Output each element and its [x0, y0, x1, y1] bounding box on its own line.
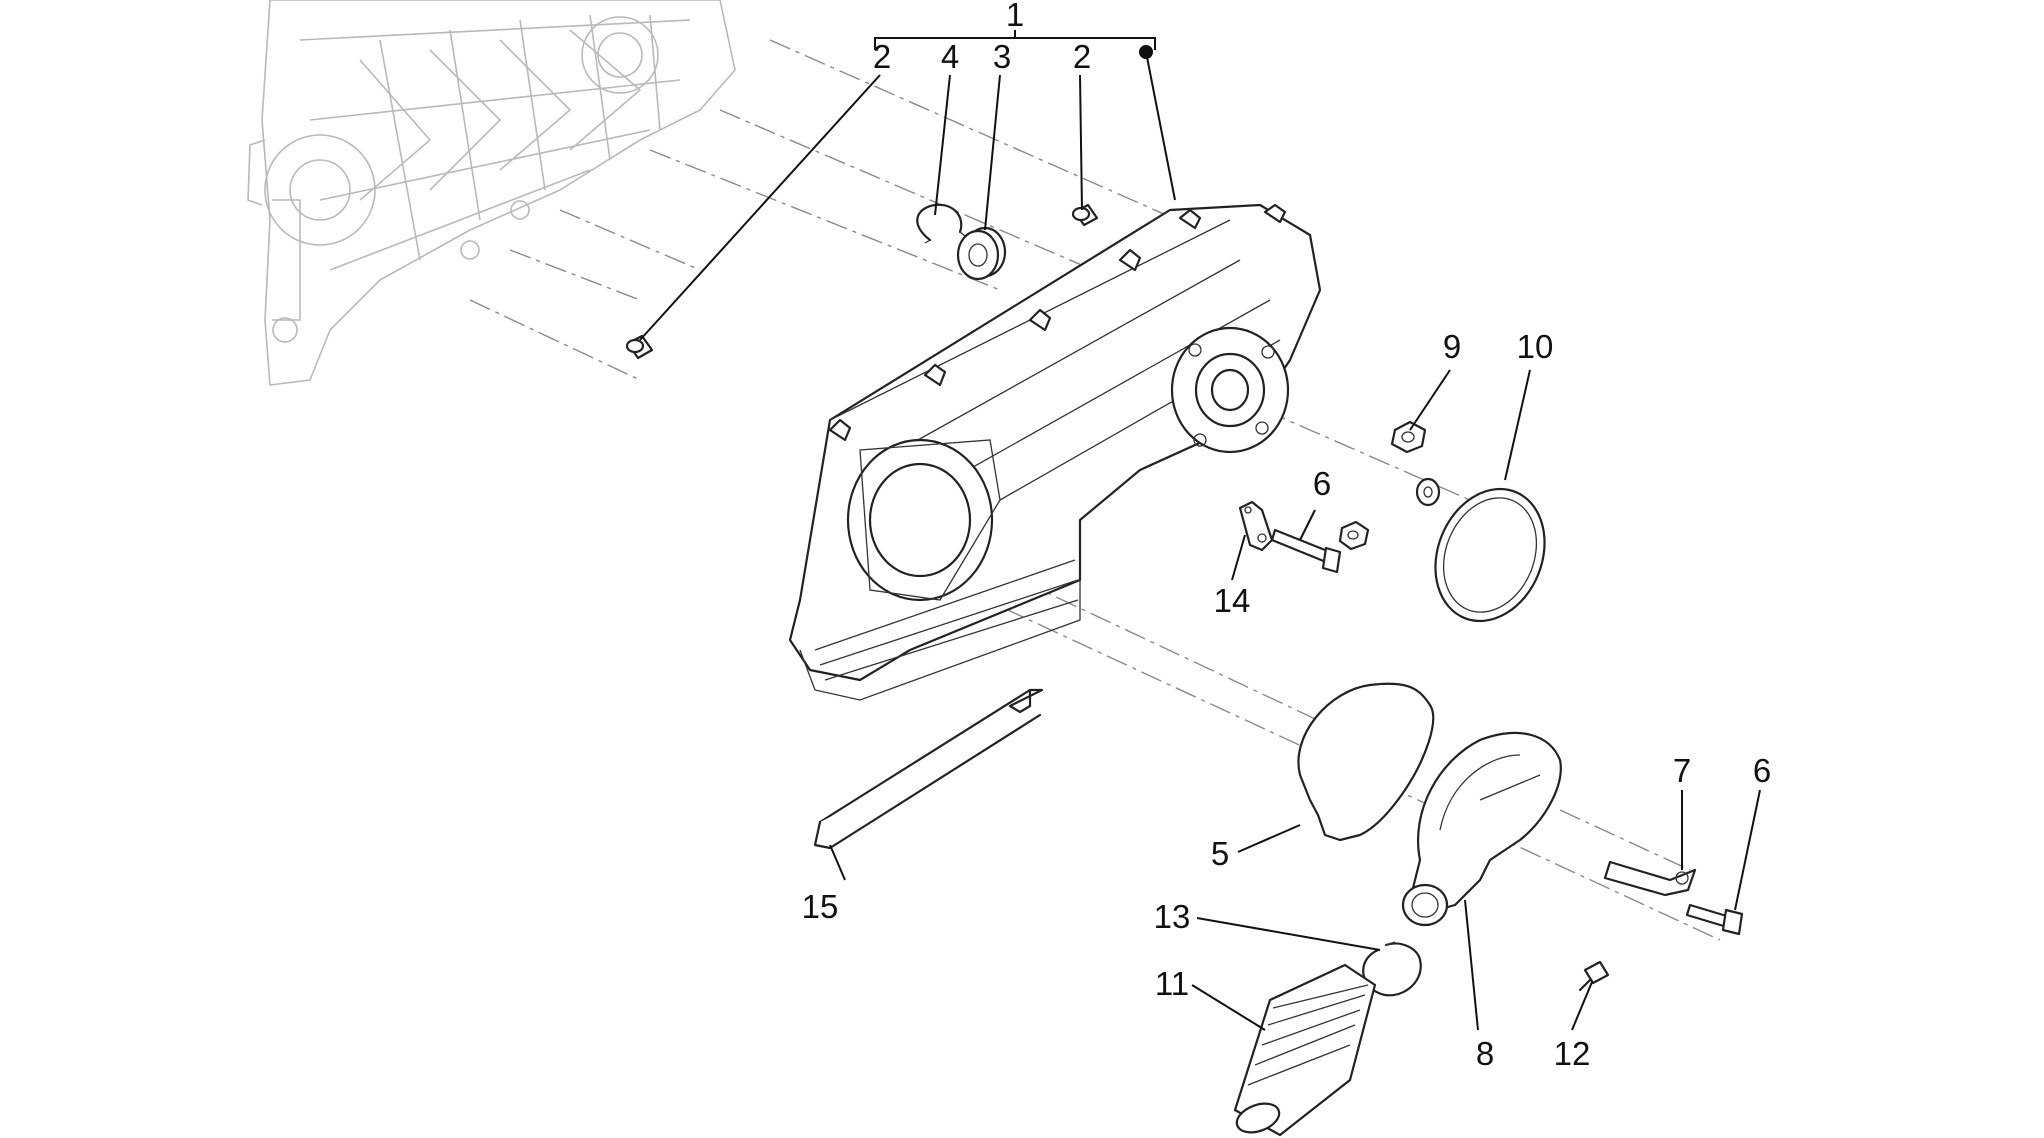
washer — [1415, 477, 1441, 507]
callout-labels: 1 2 4 3 2 9 10 6 14 7 6 5 15 13 11 8 12 — [802, 0, 1772, 1072]
bearing — [956, 226, 1007, 281]
callout-6-upper: 6 — [1313, 465, 1331, 502]
callout-2-left: 2 — [873, 38, 891, 75]
assembly-axes — [469, 39, 1721, 941]
crankcase-cover — [788, 203, 1322, 701]
hose-clamp — [1362, 941, 1422, 997]
callout-14: 14 — [1214, 582, 1251, 619]
mounting-bracket — [1238, 500, 1274, 552]
callout-7: 7 — [1673, 752, 1691, 789]
round-cap — [1434, 487, 1546, 623]
gasket — [1297, 682, 1435, 842]
callout-10: 10 — [1517, 328, 1554, 365]
nut-upper — [1338, 520, 1370, 551]
callout-1: 1 — [1006, 0, 1024, 33]
bolt-upper — [1270, 528, 1342, 574]
callout-13: 13 — [1154, 898, 1191, 935]
leader-lines — [639, 30, 1761, 1031]
callout-12: 12 — [1554, 1035, 1591, 1072]
intake-housing — [1401, 731, 1562, 927]
dowel-pin-right — [1071, 203, 1099, 227]
retaining-clip — [1603, 860, 1697, 897]
flange-nut — [1390, 420, 1427, 454]
callout-15: 15 — [802, 888, 839, 925]
callout-5: 5 — [1211, 835, 1229, 872]
callout-3: 3 — [993, 38, 1011, 75]
bolt-lower — [1685, 903, 1744, 936]
callout-11: 11 — [1155, 965, 1189, 1002]
small-screw — [1578, 960, 1610, 992]
callout-4: 4 — [941, 38, 959, 75]
callout-8: 8 — [1476, 1035, 1494, 1072]
circlip — [916, 203, 966, 244]
callout-6-lower: 6 — [1753, 752, 1771, 789]
dowel-pin-left — [625, 334, 654, 360]
bent-rod — [813, 688, 1044, 850]
bellows-hose — [1233, 963, 1377, 1137]
callout-2-right: 2 — [1073, 38, 1091, 75]
callout-9: 9 — [1443, 328, 1461, 365]
crankcase-ghost — [247, 0, 736, 386]
